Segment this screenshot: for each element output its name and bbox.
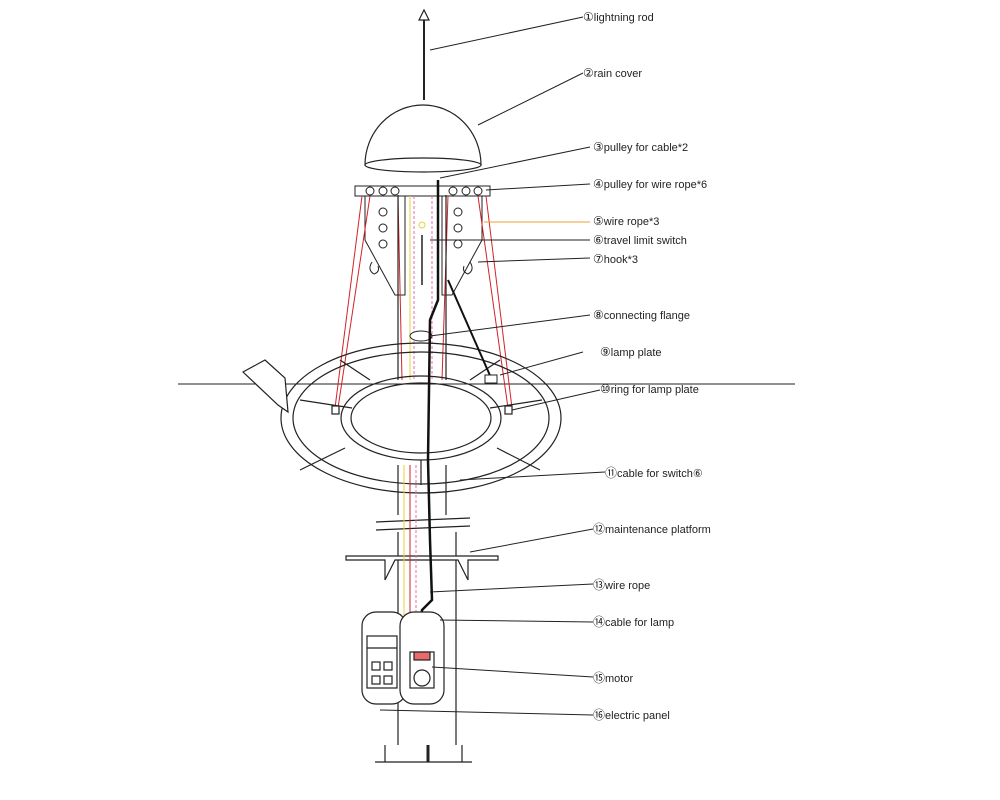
label-11: ⑪cable for switch⑥ [605,466,703,480]
label-4: ④pulley for wire rope*6 [593,177,707,191]
label-5: ⑤wire rope*3 [593,214,659,228]
travel-limit-box [484,374,498,384]
pulley-bracket [354,185,491,296]
label-group: ①lightning rod ②rain cover ③pulley for c… [583,10,711,722]
maintenance-platform [345,555,499,581]
label-7: ⑦hook*3 [593,252,638,266]
label-16: ⑯electric panel [593,708,670,722]
lamp-plate [280,342,562,494]
label-9: ⑨lamp plate [600,345,662,359]
lamp-fixture [241,359,289,414]
label-15: ⑮motor [593,671,633,685]
label-6: ⑥travel limit switch [593,233,687,247]
motor [399,611,445,705]
pole-cables [403,180,493,641]
electric-panel [361,611,407,705]
label-2: ②rain cover [583,66,642,80]
label-13: ⑬wire rope [593,578,650,592]
label-14: ⑭cable for lamp [593,615,674,629]
leader-lines [379,16,606,716]
rain-cover [364,104,482,173]
lightning-rod [418,8,430,100]
label-8: ⑧connecting flange [593,308,690,322]
guide-wires [409,196,433,380]
label-12: ⑫maintenance platform [593,522,711,536]
label-3: ③pulley for cable*2 [593,140,688,154]
label-10: ⑩ring for lamp plate [600,382,699,396]
label-1: ①lightning rod [583,10,654,24]
wire-ropes [334,195,513,409]
